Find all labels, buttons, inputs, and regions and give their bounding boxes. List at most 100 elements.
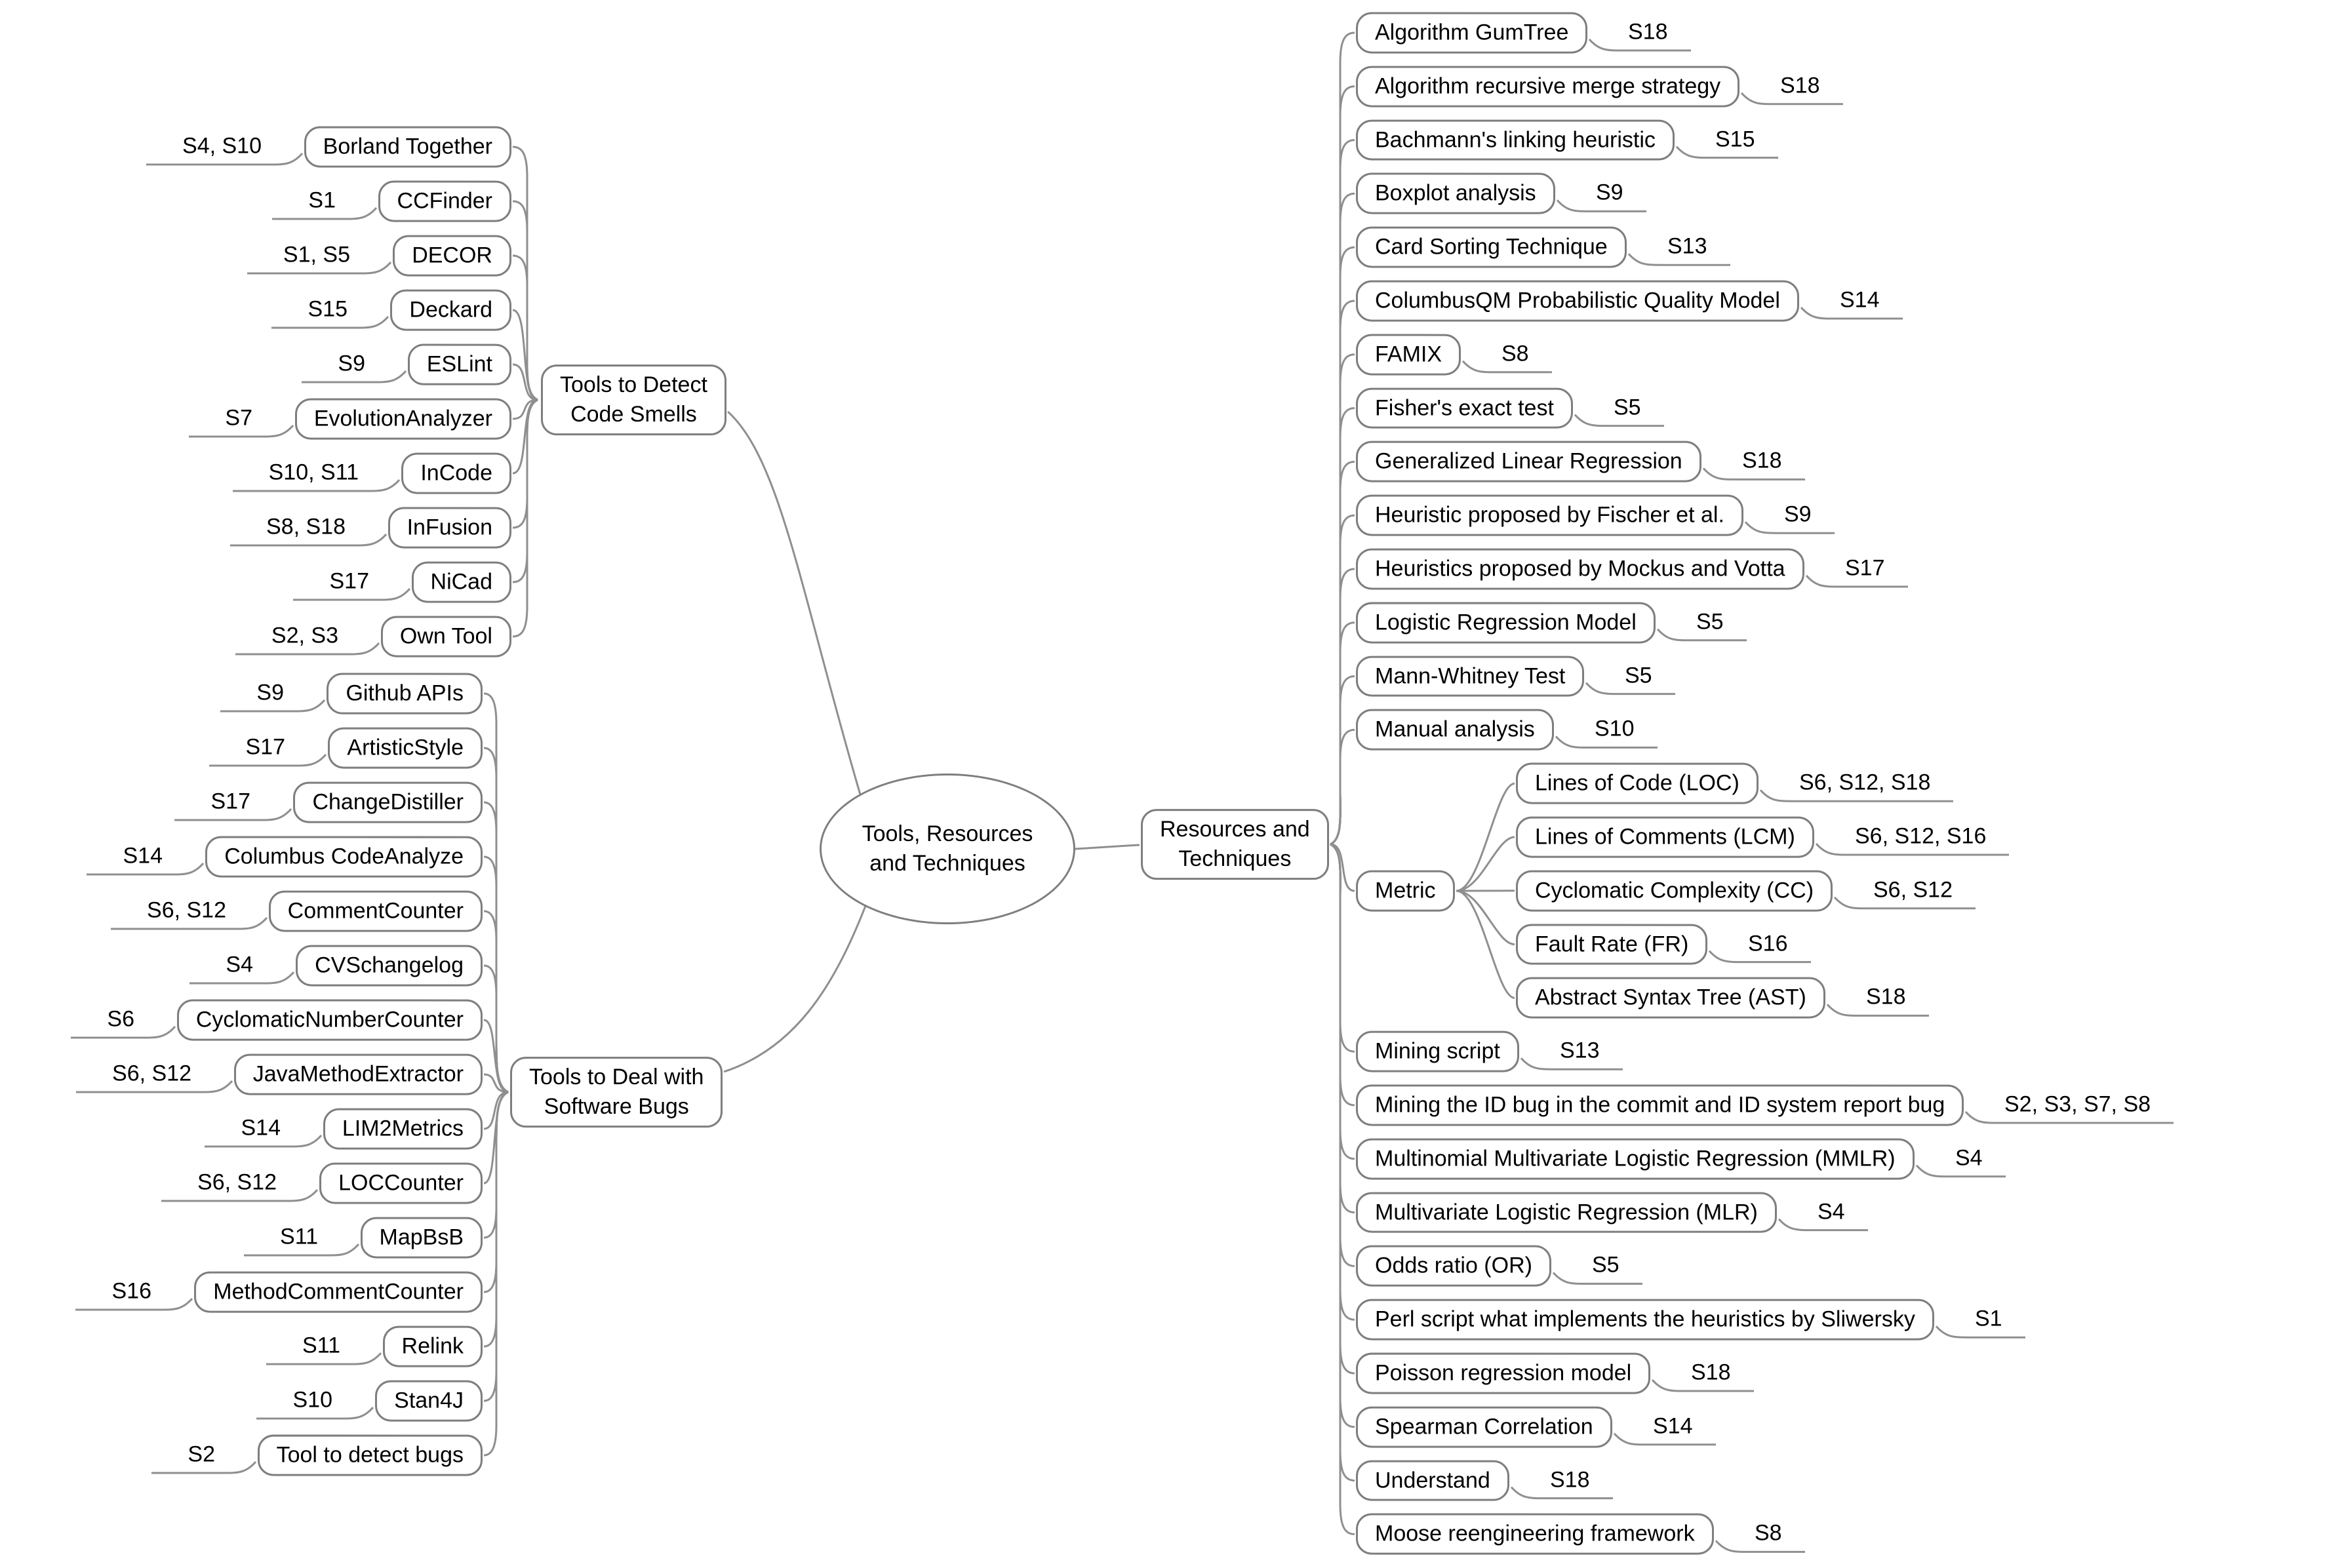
ref-label-algorithm-gumtree: S18 — [1628, 19, 1668, 45]
ref-label-abstract-syntax-tree-ast: S18 — [1866, 985, 1906, 1010]
ref-label-poisson-regression-model: S18 — [1691, 1360, 1731, 1385]
ref-label-heuristic-proposed-by-fischer-et-al: S9 — [1784, 501, 1812, 527]
mindmap-node-columbusqm-probabilistic-quality-model[interactable]: ColumbusQM Probabilistic Quality Model — [1356, 280, 1799, 322]
mindmap-node-mining-script[interactable]: Mining script — [1356, 1030, 1519, 1072]
mindmap-node-own-tool[interactable]: Own Tool — [380, 616, 511, 657]
mindmap-node-tool-to-detect-bugs[interactable]: Tool to detect bugs — [257, 1434, 483, 1476]
ref-label-mann-whitney-test: S5 — [1625, 663, 1652, 688]
ref-label-generalized-linear-regression: S18 — [1742, 448, 1782, 474]
mindmap-node-mining-the-id-bug-in-the-commit-and-id-system-report-bug[interactable]: Mining the ID bug in the commit and ID s… — [1356, 1084, 1964, 1126]
mindmap-node-understand[interactable]: Understand — [1356, 1460, 1509, 1502]
ref-label-artisticstyle: S17 — [245, 734, 286, 760]
mindmap-node-moose-reengineering-framework[interactable]: Moose reengineering framework — [1356, 1513, 1714, 1555]
mindmap-node-odds-ratio-or[interactable]: Odds ratio (OR) — [1356, 1245, 1551, 1287]
ref-label-mining-the-id-bug-in-the-commit-and-id-system-report-bug: S2, S3, S7, S8 — [2004, 1091, 2151, 1117]
mindmap-node-card-sorting-technique[interactable]: Card Sorting Technique — [1356, 226, 1627, 268]
ref-label-boxplot-analysis: S9 — [1596, 180, 1623, 206]
mindmap-node-spearman-correlation[interactable]: Spearman Correlation — [1356, 1406, 1612, 1448]
mindmap-node-cyclomaticnumbercounter[interactable]: CyclomaticNumberCounter — [176, 999, 483, 1041]
ref-label-moose-reengineering-framework: S8 — [1755, 1521, 1782, 1546]
mindmap-node-deckard[interactable]: Deckard — [390, 289, 511, 331]
mindmap-node-evolutionanalyzer[interactable]: EvolutionAnalyzer — [294, 398, 511, 440]
mindmap-node-decor[interactable]: DECOR — [393, 235, 511, 277]
ref-label-lim2metrics: S14 — [241, 1115, 281, 1141]
branch-node-resources-and-techniques[interactable]: Resources and Techniques — [1141, 809, 1329, 880]
mindmap-node-poisson-regression-model[interactable]: Poisson regression model — [1356, 1352, 1651, 1394]
ref-label-tool-to-detect-bugs: S2 — [188, 1441, 215, 1467]
mindmap-node-heuristic-proposed-by-fischer-et-al[interactable]: Heuristic proposed by Fischer et al. — [1356, 494, 1743, 536]
ref-label-heuristics-proposed-by-mockus-and-votta: S17 — [1845, 555, 1885, 581]
mindmap-node-perl-script-what-implements-the-heuristics-by-sliwersky[interactable]: Perl script what implements the heuristi… — [1356, 1299, 1934, 1341]
ref-label-incode: S10, S11 — [268, 460, 359, 485]
mindmap-node-lim2metrics[interactable]: LIM2Metrics — [323, 1108, 483, 1150]
ref-label-cvschangelog: S4 — [226, 952, 253, 977]
root-node-tools-resources-and-techniques[interactable]: Tools, Resources and Techniques — [820, 774, 1075, 924]
ref-label-mining-script: S13 — [1560, 1038, 1600, 1063]
mindmap-node-infusion[interactable]: InFusion — [387, 507, 511, 549]
ref-label-lines-of-code-loc: S6, S12, S18 — [1799, 770, 1931, 795]
mindmap-node-fisher-s-exact-test[interactable]: Fisher's exact test — [1356, 387, 1573, 429]
mindmap-node-metric[interactable]: Metric — [1356, 870, 1455, 912]
mindmap-node-heuristics-proposed-by-mockus-and-votta[interactable]: Heuristics proposed by Mockus and Votta — [1356, 548, 1804, 590]
mindmap-node-methodcommentcounter[interactable]: MethodCommentCounter — [194, 1271, 483, 1313]
branch-node-tools-to-detect-code-smells[interactable]: Tools to Detect Code Smells — [541, 364, 726, 435]
ref-label-algorithm-recursive-merge-strategy: S18 — [1780, 73, 1820, 98]
ref-label-multinomial-multivariate-logistic-regression-mmlr: S4 — [1955, 1145, 1983, 1171]
ref-label-javamethodextractor: S6, S12 — [112, 1061, 191, 1086]
mindmap-node-algorithm-recursive-merge-strategy[interactable]: Algorithm recursive merge strategy — [1356, 66, 1740, 108]
mindmap-node-abstract-syntax-tree-ast[interactable]: Abstract Syntax Tree (AST) — [1516, 977, 1825, 1019]
mindmap-node-github-apis[interactable]: Github APIs — [327, 673, 483, 715]
ref-label-fisher-s-exact-test: S5 — [1614, 395, 1641, 420]
mindmap-node-stan4j[interactable]: Stan4J — [375, 1380, 483, 1422]
mindmap-node-mapbsb[interactable]: MapBsB — [360, 1217, 483, 1259]
ref-label-ccfinder: S1 — [308, 187, 336, 213]
mindmap-node-bachmann-s-linking-heuristic[interactable]: Bachmann's linking heuristic — [1356, 119, 1675, 161]
mindmap-node-cvschangelog[interactable]: CVSchangelog — [296, 945, 483, 987]
mindmap-node-eslint[interactable]: ESLint — [407, 343, 511, 385]
ref-label-fault-rate-fr: S16 — [1748, 931, 1788, 956]
mindmap-node-mann-whitney-test[interactable]: Mann-Whitney Test — [1356, 656, 1585, 697]
mindmap-node-multinomial-multivariate-logistic-regression-mmlr[interactable]: Multinomial Multivariate Logistic Regres… — [1356, 1138, 1915, 1180]
mindmap-node-generalized-linear-regression[interactable]: Generalized Linear Regression — [1356, 441, 1701, 482]
mindmap-node-ccfinder[interactable]: CCFinder — [378, 180, 511, 222]
mindmap-node-lines-of-comments-lcm[interactable]: Lines of Comments (LCM) — [1516, 816, 1814, 858]
mindmap-node-loccounter[interactable]: LOCCounter — [319, 1162, 483, 1204]
ref-label-odds-ratio-or: S5 — [1592, 1253, 1620, 1278]
ref-label-multivariate-logistic-regression-mlr: S4 — [1818, 1199, 1845, 1225]
ref-label-famix: S8 — [1501, 341, 1529, 366]
ref-label-stan4j: S10 — [292, 1387, 333, 1413]
ref-label-own-tool: S2, S3 — [271, 623, 338, 648]
ref-label-loccounter: S6, S12 — [197, 1169, 277, 1195]
mindmap-node-incode[interactable]: InCode — [401, 452, 511, 494]
ref-label-evolutionanalyzer: S7 — [225, 405, 252, 431]
mindmap-node-multivariate-logistic-regression-mlr[interactable]: Multivariate Logistic Regression (MLR) — [1356, 1192, 1777, 1234]
mindmap-node-commentcounter[interactable]: CommentCounter — [268, 890, 483, 932]
mindmap-node-nicad[interactable]: NiCad — [411, 561, 511, 603]
ref-label-columbus-codeanalyze: S14 — [123, 843, 163, 869]
mindmap-node-famix[interactable]: FAMIX — [1356, 334, 1461, 376]
ref-label-eslint: S9 — [338, 351, 365, 376]
ref-label-card-sorting-technique: S13 — [1667, 233, 1707, 259]
mindmap-node-borland-together[interactable]: Borland Together — [304, 126, 511, 168]
mindmap-node-logistic-regression-model[interactable]: Logistic Regression Model — [1356, 602, 1656, 644]
mindmap-node-manual-analysis[interactable]: Manual analysis — [1356, 709, 1554, 751]
ref-label-changedistiller: S17 — [210, 789, 251, 814]
ref-label-github-apis: S9 — [256, 680, 284, 705]
mindmap-node-cyclomatic-complexity-cc[interactable]: Cyclomatic Complexity (CC) — [1516, 870, 1833, 912]
mindmap-node-changedistiller[interactable]: ChangeDistiller — [293, 781, 483, 823]
mindmap-node-lines-of-code-loc[interactable]: Lines of Code (LOC) — [1516, 762, 1759, 804]
ref-label-bachmann-s-linking-heuristic: S15 — [1715, 127, 1755, 152]
ref-label-commentcounter: S6, S12 — [147, 897, 226, 923]
ref-label-understand: S18 — [1550, 1467, 1590, 1493]
ref-label-deckard: S15 — [308, 296, 348, 322]
mindmap-node-artisticstyle[interactable]: ArtisticStyle — [328, 727, 483, 769]
mindmap-node-javamethodextractor[interactable]: JavaMethodExtractor — [233, 1053, 483, 1095]
mindmap-node-fault-rate-fr[interactable]: Fault Rate (FR) — [1516, 924, 1708, 966]
mindmap-node-relink[interactable]: Relink — [382, 1325, 483, 1367]
mindmap-node-boxplot-analysis[interactable]: Boxplot analysis — [1356, 172, 1555, 214]
mindmap-node-columbus-codeanalyze[interactable]: Columbus CodeAnalyze — [205, 836, 483, 878]
branch-node-tools-to-deal-with-software-bugs[interactable]: Tools to Deal with Software Bugs — [510, 1057, 723, 1127]
ref-label-methodcommentcounter: S16 — [111, 1278, 152, 1304]
mindmap-node-algorithm-gumtree[interactable]: Algorithm GumTree — [1356, 12, 1588, 54]
